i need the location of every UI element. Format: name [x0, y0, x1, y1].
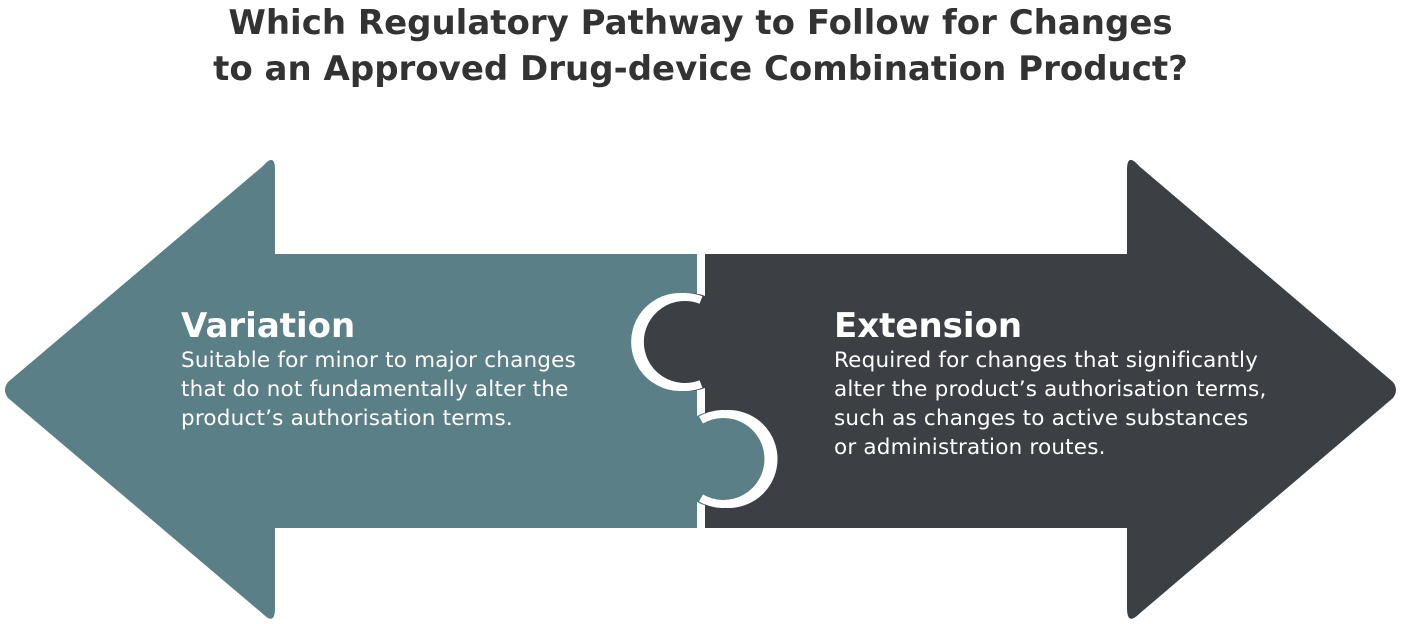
variation-panel: Variation Suitable for minor to major ch… [181, 306, 576, 433]
extension-line-1: Required for changes that significantly [834, 348, 1259, 373]
variation-arrow [5, 159, 770, 619]
extension-line-3: such as changes to active substances [834, 406, 1249, 431]
extension-panel: Extension Required for changes that sign… [834, 306, 1266, 462]
extension-line-2: alter the product’s authorisation terms, [834, 377, 1267, 402]
title-line-1: Which Regulatory Pathway to Follow for C… [228, 3, 1173, 43]
upper-knob-outline [635, 293, 703, 391]
diagram-title: Which Regulatory Pathway to Follow for C… [0, 0, 1401, 92]
variation-line-1: Suitable for minor to major changes [181, 348, 576, 373]
extension-description: Required for changes that significantly … [834, 346, 1266, 462]
variation-heading: Variation [181, 306, 356, 346]
title-line-2: to an Approved Drug-device Combination P… [213, 49, 1188, 89]
variation-line-3: product’s authorisation terms. [181, 406, 513, 431]
extension-heading: Extension [834, 306, 1023, 346]
extension-arrow [639, 159, 1396, 619]
variation-line-2: that do not fundamentally alter the [181, 377, 569, 402]
variation-description: Suitable for minor to major changes that… [181, 346, 576, 433]
extension-line-4: or administration routes. [834, 435, 1106, 460]
lower-knob-outline [699, 410, 773, 508]
